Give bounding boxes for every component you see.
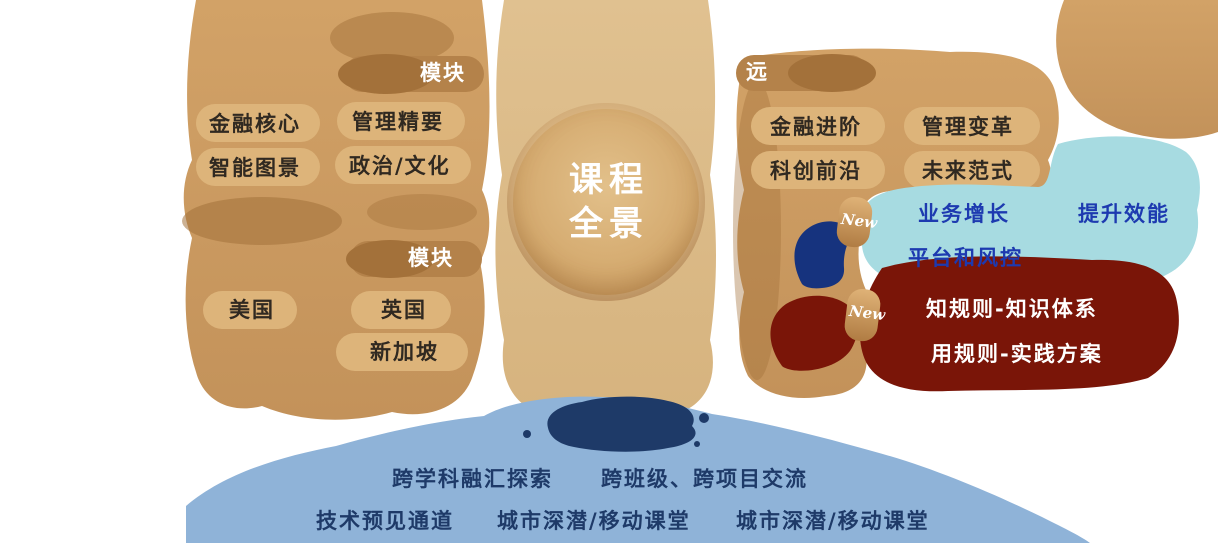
label-business-growth: 业务增长 xyxy=(918,202,1010,226)
right-module-title: 远 xyxy=(746,60,769,84)
label-usa: 美国 xyxy=(229,298,275,322)
label-pill xyxy=(336,333,468,371)
label-use-rules-practice: 用规则-实践方案 xyxy=(931,342,1103,366)
label-finance-advanced: 金融进阶 xyxy=(770,115,862,139)
left-top-title-brush xyxy=(338,54,434,94)
label-platform-risk-control: 平台和风控 xyxy=(908,246,1023,270)
left-bottom-module-title: 模块 xyxy=(408,246,454,270)
ink-splash-droplet xyxy=(699,413,709,423)
label-cross-class-exchange: 跨班级、跨项目交流 xyxy=(601,467,808,491)
red-topic-blob xyxy=(859,256,1179,392)
label-pill xyxy=(904,107,1040,145)
blue-topic-blob xyxy=(861,136,1200,290)
label-pill xyxy=(196,104,320,142)
label-pill xyxy=(351,291,451,329)
label-interdisciplinary-exploration: 跨学科融汇探索 xyxy=(392,467,553,491)
left-bottom-title-brush xyxy=(346,240,434,278)
center-circle-line2: 全景 xyxy=(569,204,649,244)
label-pill xyxy=(904,151,1040,189)
label-pill xyxy=(751,151,885,189)
label-pill xyxy=(751,107,885,145)
label-pill xyxy=(335,146,471,184)
label-singapore: 新加坡 xyxy=(370,340,439,364)
new-badge-2-bg xyxy=(844,288,881,342)
label-city-deepdive-1: 城市深潜/移动课堂 xyxy=(497,509,691,533)
texture-swoosh-mid xyxy=(367,194,477,230)
bottom-wave-banner xyxy=(186,396,1090,543)
label-politics-culture: 政治/文化 xyxy=(349,154,451,178)
red-brush-shape xyxy=(770,295,858,371)
center-circle: 课程 全景 xyxy=(507,103,705,301)
left-top-module-title: 模块 xyxy=(420,61,466,85)
label-tech-foresight-channel: 技术预见通道 xyxy=(316,509,454,533)
ink-splash-droplet xyxy=(694,441,700,447)
label-pill xyxy=(196,148,320,186)
texture-swoosh-left xyxy=(182,197,342,245)
label-future-paradigm: 未来范式 xyxy=(922,159,1014,183)
label-finance-core: 金融核心 xyxy=(209,112,301,136)
right-title-brush xyxy=(788,54,876,92)
ink-splash-droplet xyxy=(523,430,531,438)
texture-swoosh-top xyxy=(330,12,454,64)
label-city-deepdive-2: 城市深潜/移动课堂 xyxy=(736,509,930,533)
label-tech-frontier: 科创前沿 xyxy=(770,159,862,183)
new-badge-1-bg xyxy=(836,196,873,248)
ink-splash xyxy=(547,396,696,452)
label-management-essentials: 管理精要 xyxy=(352,110,444,134)
label-intelligent-landscape: 智能图景 xyxy=(209,156,301,180)
label-efficiency-boost: 提升效能 xyxy=(1078,202,1170,226)
label-pill xyxy=(203,291,297,329)
label-know-rules-knowledge: 知规则-知识体系 xyxy=(926,297,1098,321)
label-management-transformation: 管理变革 xyxy=(922,115,1014,139)
top-right-corner-blob xyxy=(1056,0,1218,139)
label-pill xyxy=(337,102,465,140)
center-circle-line1: 课程 xyxy=(569,159,649,200)
label-uk: 英国 xyxy=(381,298,427,322)
